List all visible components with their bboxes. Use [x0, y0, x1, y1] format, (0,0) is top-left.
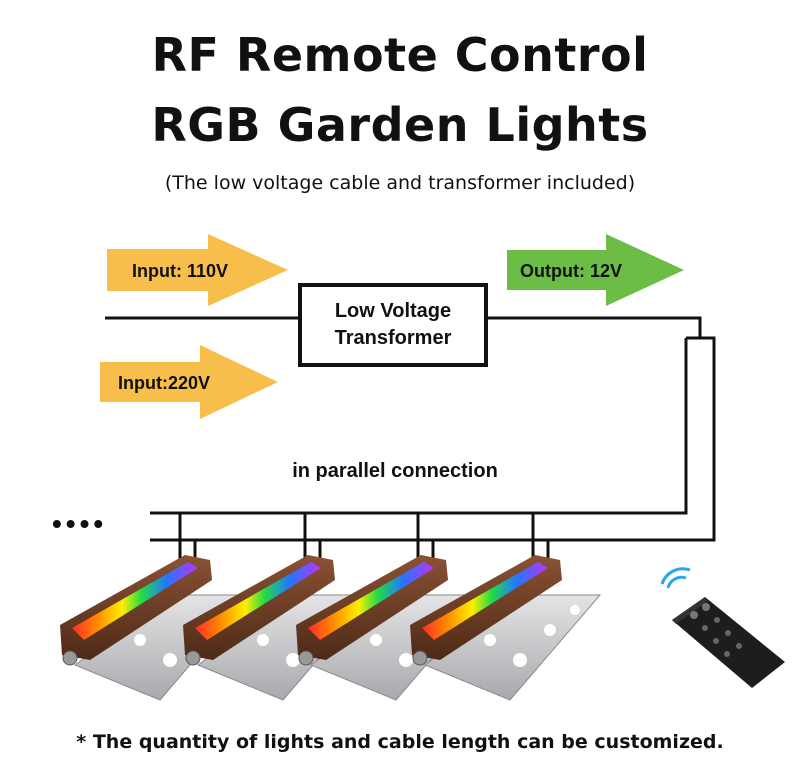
- drop-wires: [178, 513, 550, 560]
- input-110v-label: Input: 110V: [132, 261, 228, 281]
- output-12v-label: Output: 12V: [520, 261, 622, 281]
- title-line-1: RF Remote Control: [151, 28, 649, 82]
- input-220v-label: Input:220V: [118, 373, 210, 393]
- transformer-label-1: Low Voltage: [335, 300, 451, 322]
- footnote: * The quantity of lights and cable lengt…: [76, 731, 724, 753]
- light-fixture-4: [410, 555, 602, 701]
- continuation-dots: ••••: [52, 508, 107, 539]
- remote-control-icon: [660, 567, 785, 688]
- connection-label: in parallel connection: [292, 460, 498, 482]
- subtitle: (The low voltage cable and transformer i…: [164, 172, 636, 194]
- title-line-2: RGB Garden Lights: [151, 98, 649, 152]
- input-110v-arrow: Input: 110V: [107, 234, 288, 306]
- transformer-box: Low Voltage Transformer: [298, 283, 488, 367]
- transformer-label-2: Transformer: [335, 327, 452, 349]
- output-12v-arrow: Output: 12V: [507, 234, 684, 306]
- input-220v-arrow: Input:220V: [100, 345, 278, 419]
